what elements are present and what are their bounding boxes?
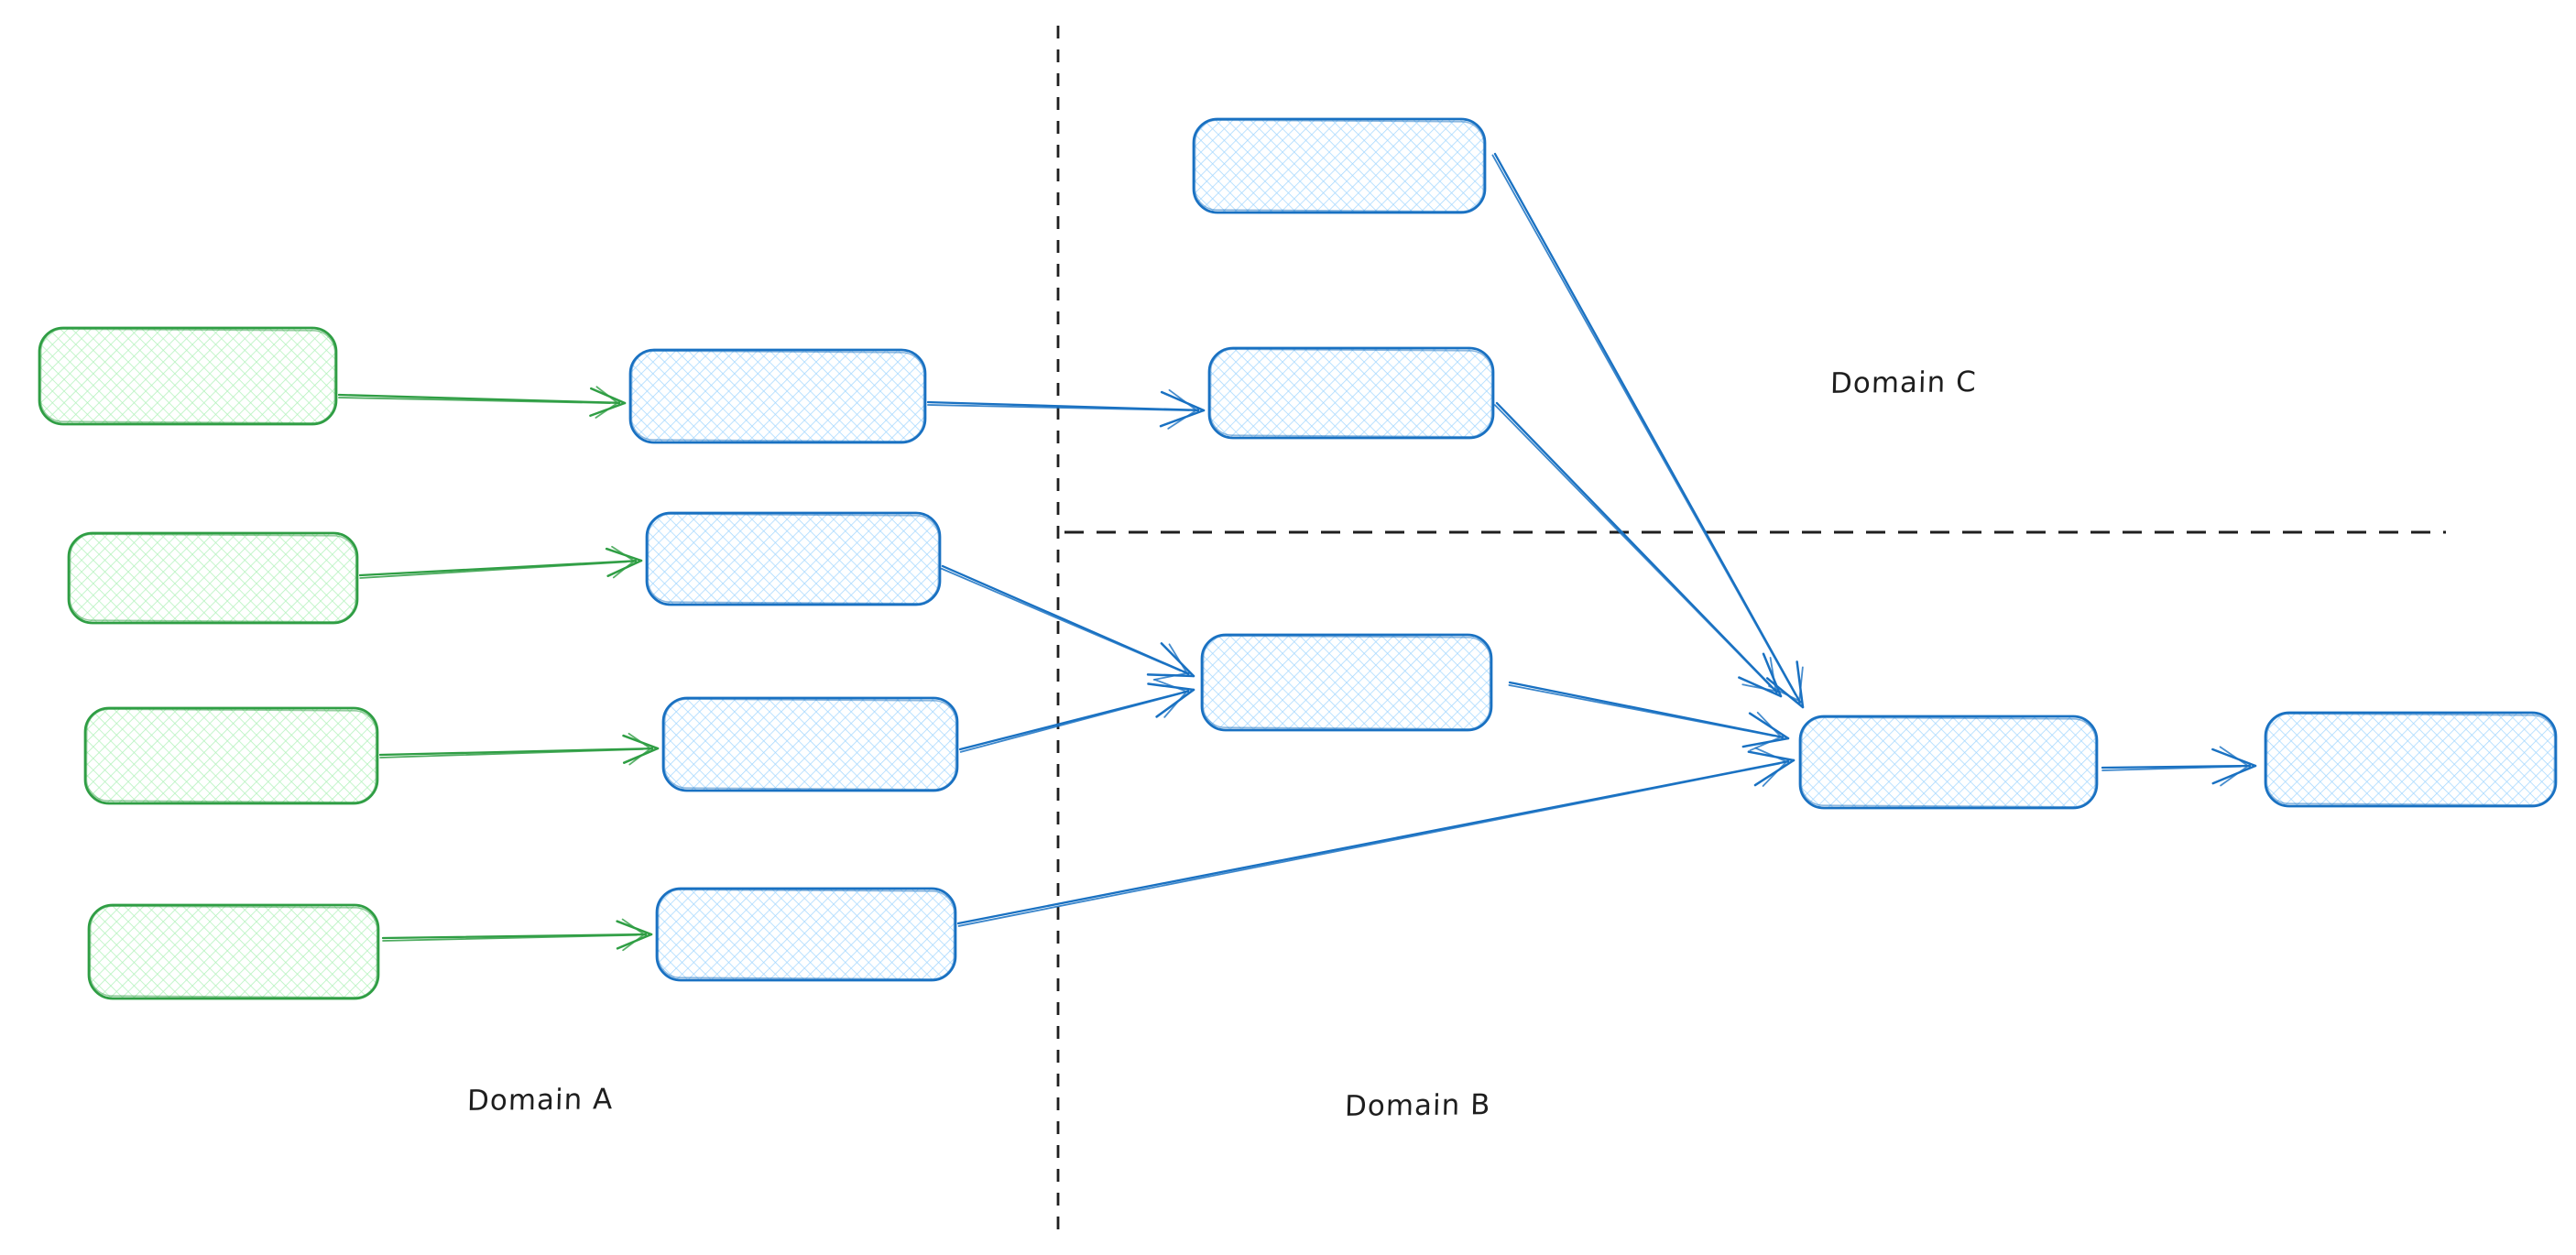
edge-b1-to-converge[interactable] bbox=[1493, 401, 1783, 698]
node-blue-box-a2[interactable] bbox=[645, 511, 942, 606]
node-blue-box-a1[interactable] bbox=[628, 348, 927, 444]
node-green-box-4[interactable] bbox=[87, 903, 380, 1000]
node-blue-box-a4[interactable] bbox=[655, 887, 957, 982]
node-blue-box-converge[interactable] bbox=[1798, 715, 2099, 810]
node-blue-box-top[interactable] bbox=[1192, 117, 1487, 214]
edge-green4-to-a4[interactable] bbox=[381, 918, 653, 952]
node-green-box-1[interactable] bbox=[38, 326, 338, 426]
domain-a-label[interactable]: Domain A bbox=[466, 1083, 614, 1118]
node-green-box-2[interactable] bbox=[67, 531, 359, 625]
edge-green3-to-a3[interactable] bbox=[378, 732, 660, 766]
domain-c-label[interactable]: Domain C bbox=[1829, 366, 1978, 400]
node-blue-box-b2[interactable] bbox=[1200, 633, 1493, 732]
node-blue-box-b1[interactable] bbox=[1207, 346, 1495, 440]
edge-top-to-converge[interactable] bbox=[1491, 152, 1805, 709]
node-blue-box-final[interactable] bbox=[2264, 711, 2558, 808]
edge-a4-to-converge[interactable] bbox=[956, 747, 1796, 927]
edge-a3-to-b2[interactable] bbox=[958, 679, 1195, 753]
domain-b-label[interactable]: Domain B bbox=[1344, 1088, 1491, 1123]
edge-green2-to-a2[interactable] bbox=[358, 545, 643, 579]
edge-converge-to-final[interactable] bbox=[2101, 746, 2257, 787]
edge-b2-to-converge[interactable] bbox=[1508, 681, 1790, 752]
edge-green1-to-a1[interactable] bbox=[337, 386, 627, 419]
edge-a2-to-b2[interactable] bbox=[940, 564, 1195, 681]
edge-a1-to-b1[interactable] bbox=[926, 388, 1206, 430]
node-blue-box-a3[interactable] bbox=[661, 696, 959, 792]
node-green-box-3[interactable] bbox=[83, 706, 379, 805]
